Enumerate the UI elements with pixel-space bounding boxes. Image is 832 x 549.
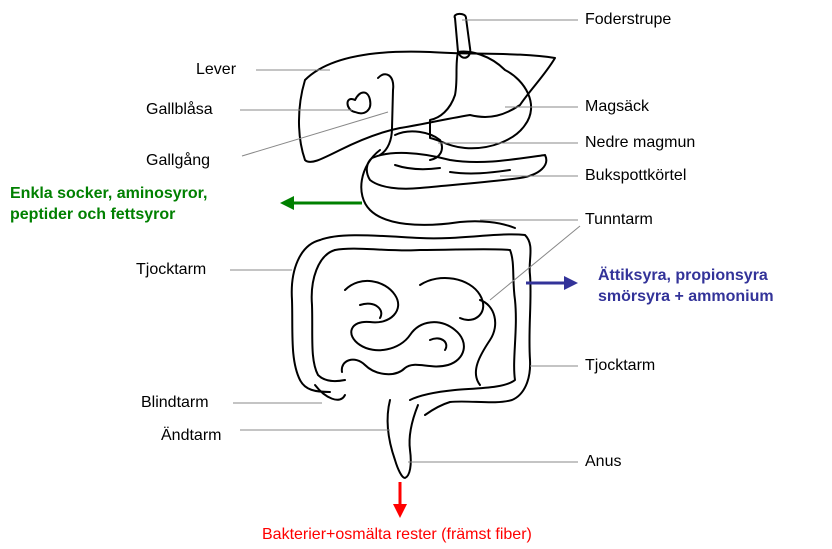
label-pylorus: Nedre magmun: [585, 134, 695, 152]
label-gallbladder: Gallblåsa: [146, 101, 213, 119]
label-colon-right: Tjocktarm: [585, 357, 655, 375]
leader-small-intestine-2: [490, 226, 580, 300]
note-absorption-line2: peptider och fettsyror: [10, 204, 207, 225]
label-cecum: Blindtarm: [141, 394, 209, 412]
note-colon-line2: smörsyra + ammonium: [598, 286, 774, 307]
label-liver: Lever: [196, 61, 236, 79]
colon-shape: [320, 234, 531, 415]
arrow-absorption-head: [280, 196, 294, 210]
stomach-shape: [430, 52, 531, 149]
label-esophagus: Foderstrupe: [585, 11, 671, 29]
arrow-colon-head: [564, 276, 578, 290]
label-stomach: Magsäck: [585, 98, 649, 116]
note-absorption-line1: Enkla socker, aminosyror,: [10, 183, 207, 204]
note-excretion: Bakterier+osmälta rester (främst fiber): [262, 526, 532, 544]
pancreas-shape: [367, 153, 546, 189]
note-absorption: Enkla socker, aminosyror, peptider och f…: [10, 183, 207, 225]
arrow-excretion-head: [393, 504, 407, 518]
label-small-intestine: Tunntarm: [585, 211, 653, 229]
note-colon-products: Ättiksyra, propionsyra smörsyra + ammoni…: [598, 265, 774, 307]
label-pancreas: Bukspottkörtel: [585, 167, 686, 185]
rectum-shape: [388, 400, 418, 478]
note-colon-line1: Ättiksyra, propionsyra: [598, 265, 774, 286]
label-rectum: Ändtarm: [161, 427, 221, 445]
leader-bile-duct: [242, 112, 388, 156]
small-intestine-coils: [342, 281, 464, 374]
label-colon-left: Tjocktarm: [136, 261, 206, 279]
label-bile-duct: Gallgång: [146, 152, 210, 170]
label-anus: Anus: [585, 453, 621, 471]
